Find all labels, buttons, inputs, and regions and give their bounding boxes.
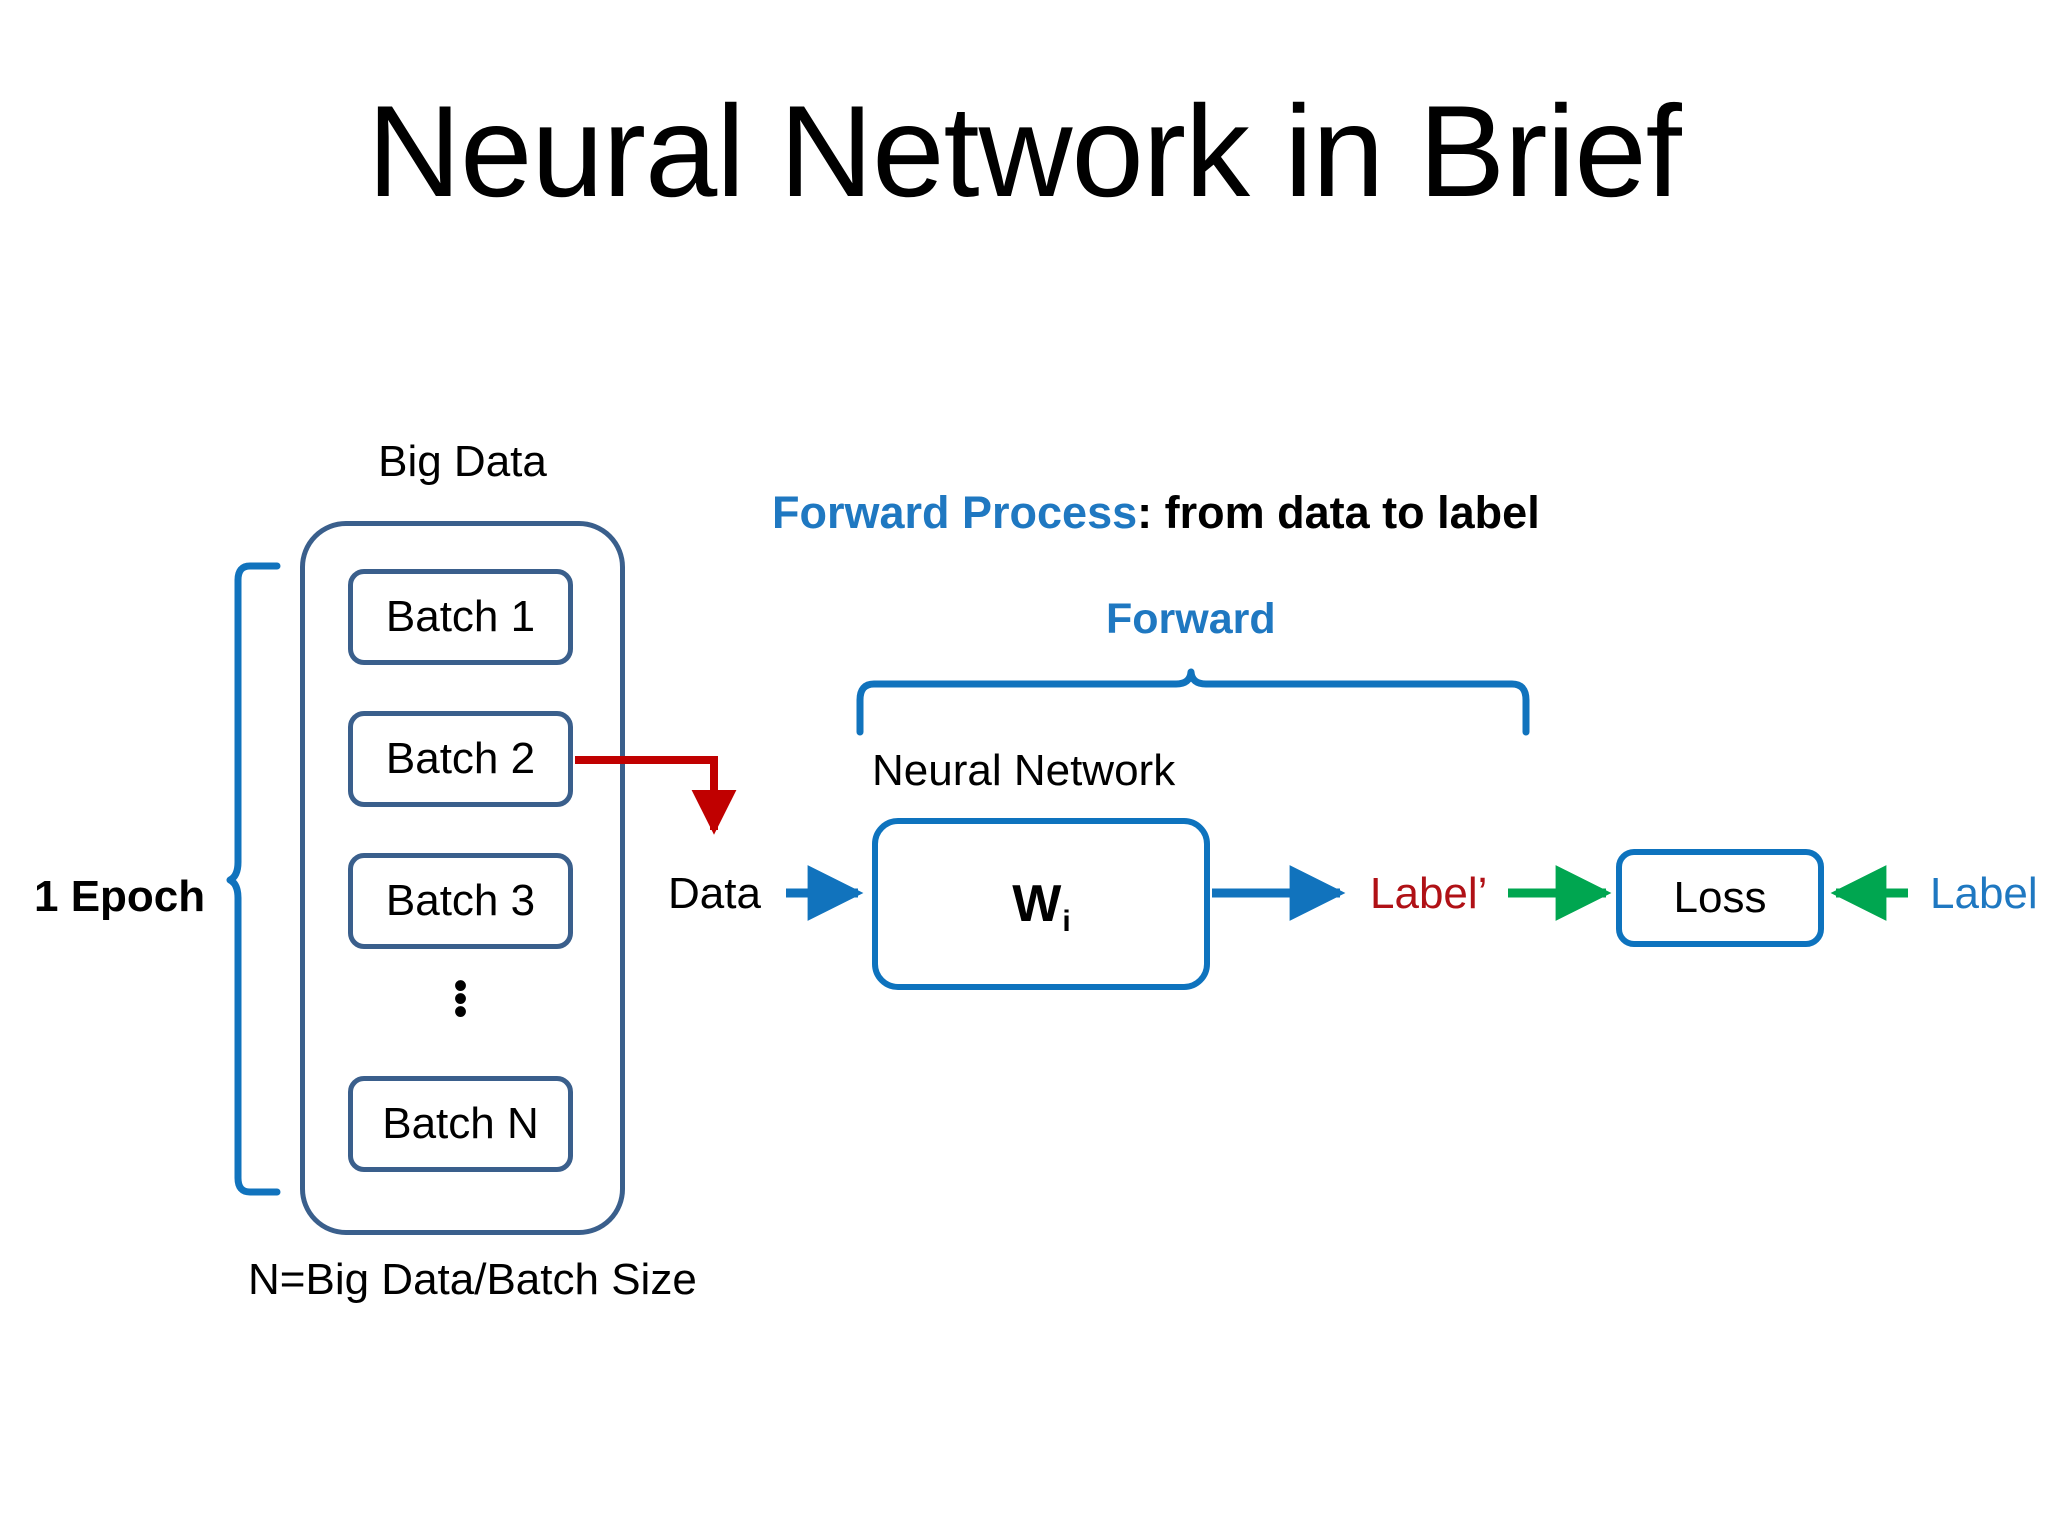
- neural-network-label: Neural Network: [872, 746, 1176, 795]
- batch-box-3[interactable]: Batch 3: [348, 853, 573, 949]
- batch-box-2[interactable]: Batch 2: [348, 711, 573, 807]
- epoch-label: 1 Epoch: [34, 872, 206, 921]
- epoch-brace: [226, 562, 281, 1196]
- neural-network-weight-box[interactable]: Wi: [872, 818, 1210, 990]
- data-label: Data: [668, 869, 761, 918]
- forward-process-heading: Forward Process: from data to label: [772, 487, 1540, 539]
- page-title: Neural Network in Brief: [367, 78, 1682, 224]
- forward-brace: [856, 668, 1530, 736]
- loss-box[interactable]: Loss: [1616, 849, 1824, 947]
- weight-symbol-text: Wi: [1012, 874, 1070, 938]
- true-label-text: Label: [1930, 869, 2038, 918]
- forward-process-heading-blue: Forward Process: [772, 487, 1138, 538]
- batch-box-1[interactable]: Batch 1: [348, 569, 573, 665]
- weight-symbol: W: [1012, 875, 1062, 933]
- batch-box-n[interactable]: Batch N: [348, 1076, 573, 1172]
- batch-count-formula-label: N=Big Data/Batch Size: [248, 1255, 697, 1304]
- big-data-label: Big Data: [378, 437, 547, 486]
- forward-process-heading-black: : from data to label: [1137, 487, 1540, 538]
- predicted-label-text: Label’: [1370, 869, 1488, 918]
- vertical-ellipsis-icon: •••: [453, 964, 468, 1034]
- forward-brace-label: Forward: [1106, 595, 1276, 643]
- weight-subscript: i: [1062, 905, 1071, 938]
